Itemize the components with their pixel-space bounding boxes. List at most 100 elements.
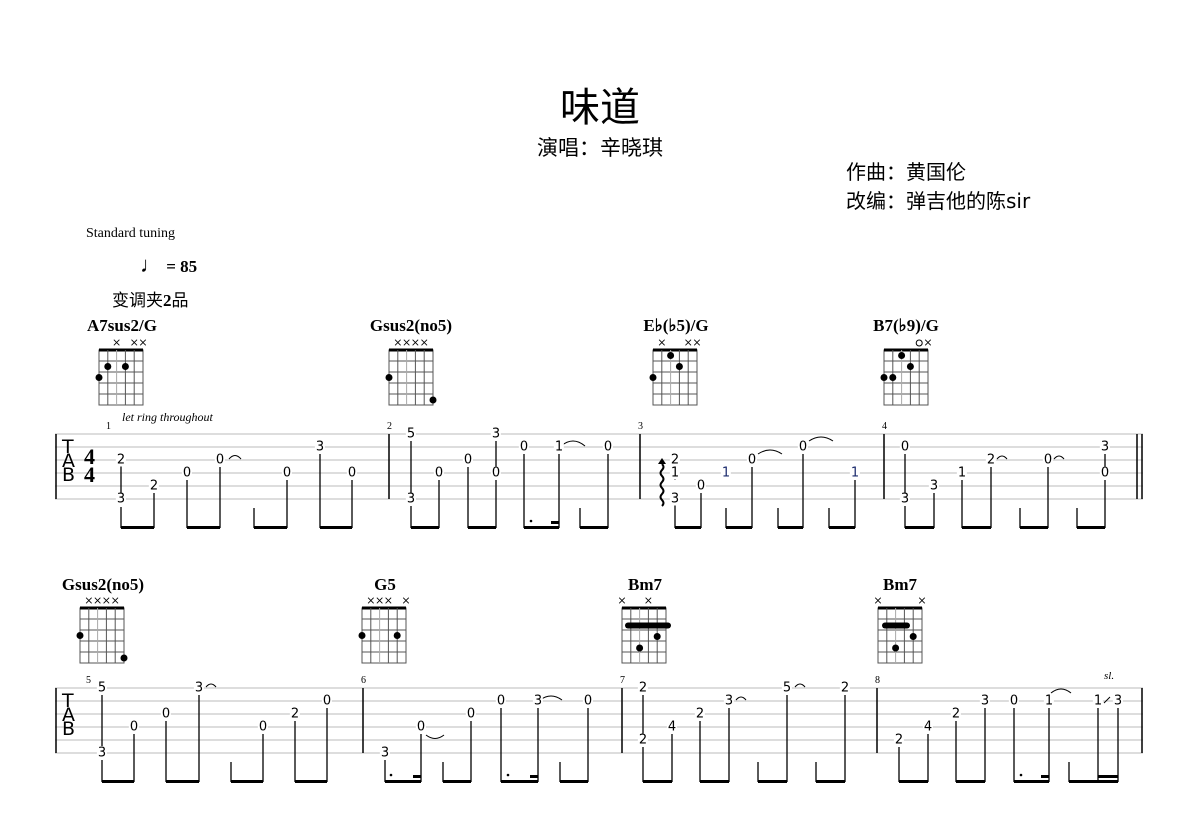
fret-number: 3 — [899, 491, 911, 507]
svg-text:×: × — [917, 594, 926, 607]
tab-clef-t: T — [62, 436, 74, 458]
svg-text:×: × — [692, 336, 701, 349]
chord-name: G5 — [374, 575, 396, 594]
tab-clef: T A B — [62, 436, 75, 485]
fret-number: 0 — [346, 465, 358, 481]
arpeggio-up-icon — [658, 458, 666, 507]
fret-number: 4 — [922, 719, 934, 735]
fret-number: 2 — [637, 732, 649, 748]
fret-number: 2 — [893, 732, 905, 748]
fret-number: 0 — [181, 465, 193, 481]
fret-number: 0 — [1042, 452, 1054, 468]
fret-number: 3 — [669, 491, 681, 507]
chord-name: E♭(♭5)/G — [643, 316, 709, 335]
fret-number: 1 — [720, 465, 732, 481]
chord-name: A7sus2/G — [87, 316, 157, 335]
tab-clef-a: A — [62, 704, 75, 726]
svg-text:×: × — [684, 336, 693, 349]
beams-2 — [102, 773, 1118, 783]
rhythm-stems-2 — [101, 695, 1119, 782]
fret-number: 3 — [115, 491, 127, 507]
svg-text:×: × — [102, 594, 111, 607]
svg-text:×: × — [93, 594, 102, 607]
fret-number: 1 — [956, 465, 968, 481]
fret-number: 2 — [839, 680, 851, 696]
fret-number: 0 — [495, 693, 507, 709]
fret-number: 0 — [518, 439, 530, 455]
tempo-value: = 85 — [166, 257, 198, 276]
time-signature: 4 4 — [84, 444, 95, 486]
chord-diagram-gsus2-no5: × × × × — [385, 336, 437, 407]
svg-text:×: × — [644, 594, 653, 607]
fret-number: 2 — [148, 478, 160, 494]
chord-diagram-bm7: × × — [873, 594, 927, 665]
fret-number: 0 — [214, 452, 226, 468]
composer-credit: 作曲：黄国伦 — [846, 160, 966, 184]
fret-number: 3 — [405, 491, 417, 507]
chord-diagram-bm7: × × — [617, 594, 671, 665]
let-ring-annotation: let ring throughout — [122, 410, 213, 424]
svg-text:×: × — [393, 336, 402, 349]
svg-text:×: × — [384, 594, 393, 607]
measure-number: 5 — [86, 675, 91, 686]
svg-text:×: × — [617, 594, 626, 607]
fret-number: 2 — [950, 706, 962, 722]
fret-number: 0 — [1099, 465, 1111, 481]
fret-number: 0 — [257, 719, 269, 735]
time-signature-top: 4 — [84, 444, 95, 469]
fret-number: 3 — [532, 693, 544, 709]
measure-number: 7 — [620, 675, 625, 686]
chord-diagram-gsus2-no5: × × × × — [76, 594, 128, 665]
fret-number: 3 — [979, 693, 991, 709]
rhythm-stems-1 — [120, 441, 1106, 528]
tuning-label: Standard tuning — [86, 226, 176, 241]
fret-number: 0 — [490, 465, 502, 481]
chord-name: Bm7 — [883, 575, 917, 594]
capo-fret: 2 — [163, 291, 172, 310]
svg-text:×: × — [401, 594, 410, 607]
fret-number: 3 — [314, 439, 326, 455]
svg-text:×: × — [411, 336, 420, 349]
tab-clef: T A B — [62, 692, 75, 739]
chord-diagram-a7sus2-g: × × × — [95, 336, 148, 407]
fret-number: 5 — [781, 680, 793, 696]
fret-number: 3 — [193, 680, 205, 696]
fret-number: 2 — [115, 452, 127, 468]
ties-1 — [228, 436, 1065, 460]
slide-annotation: sl. — [1104, 670, 1115, 682]
fret-number: 1 — [553, 439, 565, 455]
fret-number: 3 — [928, 478, 940, 494]
chord-diagram-g5: × × × × — [358, 594, 411, 665]
fret-number: 0 — [695, 478, 707, 494]
svg-text:×: × — [402, 336, 411, 349]
chord-name: Bm7 — [628, 575, 662, 594]
measure-number: 6 — [361, 675, 366, 686]
fret-number: 0 — [746, 452, 758, 468]
measure-number: 2 — [387, 421, 392, 432]
svg-text:×: × — [375, 594, 384, 607]
slide-line — [1103, 696, 1111, 704]
fret-number: 0 — [321, 693, 333, 709]
fret-number: 3 — [490, 426, 502, 442]
fret-number: 1 — [669, 465, 681, 481]
fret-number: 0 — [602, 439, 614, 455]
svg-text:×: × — [138, 336, 147, 349]
capo-label: 变调夹2品 — [112, 286, 189, 311]
tab-staff-2 — [55, 687, 1143, 754]
fret-number: 0 — [160, 706, 172, 722]
quarter-note-icon: ♩ — [140, 252, 162, 277]
fret-number: 0 — [465, 706, 477, 722]
singer-credit: 演唱：辛晓琪 — [537, 136, 663, 160]
fret-number: 0 — [415, 719, 427, 735]
fret-number: 2 — [694, 706, 706, 722]
fret-number: 5 — [96, 680, 108, 696]
fret-number: 1 — [1092, 693, 1104, 709]
fret-number: 0 — [1008, 693, 1020, 709]
tempo-marking: ♩ = 85 — [140, 252, 197, 278]
fret-number: 2 — [669, 452, 681, 468]
fret-number: 3 — [379, 745, 391, 761]
song-title: 味道 — [560, 85, 640, 131]
capo-suffix: 品 — [171, 291, 189, 311]
svg-text:×: × — [111, 594, 120, 607]
